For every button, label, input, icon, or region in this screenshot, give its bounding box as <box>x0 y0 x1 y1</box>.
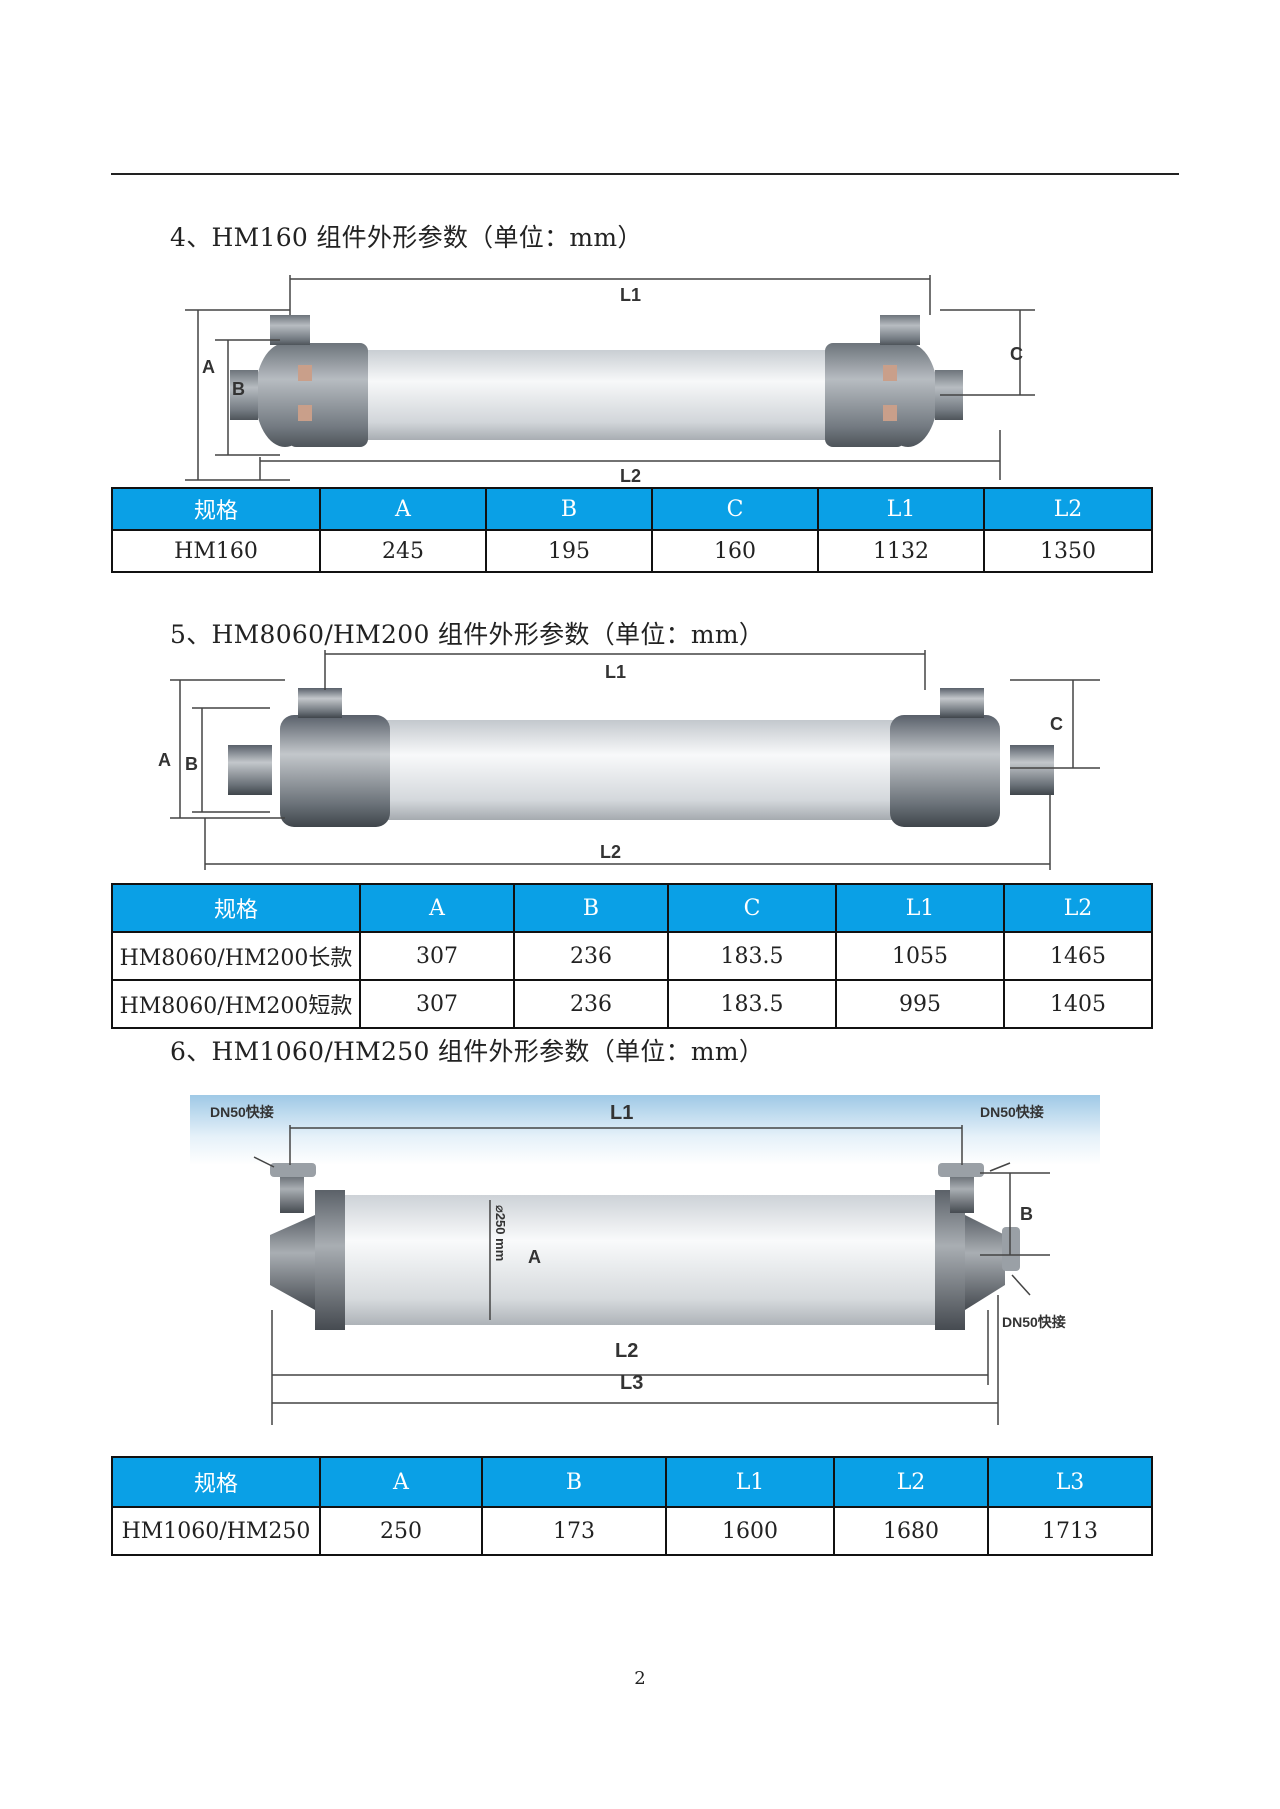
table-cell: 1600 <box>665 1506 835 1556</box>
table-cell: HM160 <box>111 529 321 573</box>
header-cell: A <box>319 1456 483 1508</box>
table-cell: 236 <box>513 979 669 1029</box>
hm160-dimension-figure: L1 L2 A B C <box>185 275 1035 485</box>
table-cell: 1055 <box>835 931 1005 981</box>
left-port <box>230 370 258 420</box>
table-cell: 245 <box>319 529 487 573</box>
table-cell: 1680 <box>833 1506 989 1556</box>
hm160-spec-table: 规格 A B C L1 L2 HM160 245 195 160 1132 13… <box>111 487 1153 573</box>
table-cell: HM8060/HM200长款 <box>111 931 361 981</box>
table-cell: 1465 <box>1003 931 1153 981</box>
header-cell: L2 <box>1003 883 1153 933</box>
table-cell: 183.5 <box>667 979 837 1029</box>
table-cell: 307 <box>359 931 515 981</box>
table-cell: 1713 <box>987 1506 1153 1556</box>
table-cell: HM8060/HM200短款 <box>111 979 361 1029</box>
membrane-tube <box>340 1195 940 1325</box>
table-cell: 995 <box>835 979 1005 1029</box>
right-flange <box>935 1190 965 1330</box>
hm8060-dimension-figure: L1 L2 A B C <box>158 650 1100 870</box>
label-a: A <box>202 357 215 377</box>
header-cell: L1 <box>665 1456 835 1508</box>
label-dn50-left: DN50快接 <box>210 1104 274 1120</box>
left-port <box>228 745 272 795</box>
label-dn50-right-top: DN50快接 <box>980 1104 1044 1120</box>
table-cell: 1350 <box>983 529 1153 573</box>
table-row: HM8060/HM200短款 307 236 183.5 995 1405 <box>111 979 1153 1029</box>
table-cell: 195 <box>485 529 653 573</box>
header-cell: 规格 <box>111 487 321 531</box>
table-row: HM160 245 195 160 1132 1350 <box>111 529 1153 573</box>
label-b: B <box>232 379 245 399</box>
label-dn50-right-bottom: DN50快接 <box>1002 1314 1066 1330</box>
label-c: C <box>1010 344 1023 364</box>
header-cell: L3 <box>987 1456 1153 1508</box>
header-cell: B <box>485 487 653 531</box>
label-l1: L1 <box>620 285 641 305</box>
header-rule <box>111 173 1179 175</box>
table-row: HM1060/HM250 250 173 1600 1680 1713 <box>111 1506 1153 1556</box>
left-flange <box>315 1190 345 1330</box>
hm8060-spec-table: 规格 A B C L1 L2 HM8060/HM200长款 307 236 18… <box>111 883 1153 1029</box>
hm1060-spec-table: 规格 A B L1 L2 L3 HM1060/HM250 250 173 160… <box>111 1456 1153 1556</box>
label-l3: L3 <box>620 1372 643 1394</box>
label-c: C <box>1050 714 1063 734</box>
right-port <box>1010 745 1054 795</box>
section-heading-hm160: 4、HM160 组件外形参数（单位：mm） <box>170 223 643 252</box>
table-header-row: 规格 A B C L1 L2 <box>111 883 1153 933</box>
hm1060-dimension-figure: L1 L2 L3 A B ⌀250 mm DN50快接 DN50快接 DN50快… <box>190 1095 1100 1425</box>
right-side-port <box>1002 1227 1020 1271</box>
membrane-tube <box>360 350 830 440</box>
table-cell: 1132 <box>817 529 985 573</box>
section-heading-hm1060: 6、HM1060/HM250 组件外形参数（单位：mm） <box>170 1037 765 1066</box>
label-l2: L2 <box>615 1340 638 1362</box>
left-end-cap <box>280 715 390 827</box>
table-cell: 250 <box>319 1506 483 1556</box>
table-header-row: 规格 A B C L1 L2 <box>111 487 1153 531</box>
table-cell: 307 <box>359 979 515 1029</box>
table-cell: 183.5 <box>667 931 837 981</box>
right-top-port <box>880 315 920 345</box>
header-cell: L1 <box>835 883 1005 933</box>
header-cell: C <box>667 883 837 933</box>
table-cell: 160 <box>651 529 819 573</box>
label-b: B <box>1020 1204 1033 1224</box>
header-cell: L1 <box>817 487 985 531</box>
section-heading-hm8060: 5、HM8060/HM200 组件外形参数（单位：mm） <box>170 620 765 649</box>
table-cell: 1405 <box>1003 979 1153 1029</box>
right-top-port <box>940 688 984 718</box>
table-cell: HM1060/HM250 <box>111 1506 321 1556</box>
membrane-tube <box>385 720 895 820</box>
label-l2: L2 <box>600 842 621 862</box>
label-l2: L2 <box>620 466 641 485</box>
header-cell: 规格 <box>111 1456 321 1508</box>
page-number: 2 <box>634 1668 646 1689</box>
table-cell: 236 <box>513 931 669 981</box>
label-l1: L1 <box>610 1102 633 1124</box>
header-cell: B <box>513 883 669 933</box>
left-top-port <box>298 688 342 718</box>
header-cell: B <box>481 1456 667 1508</box>
label-diameter: ⌀250 mm <box>493 1205 508 1261</box>
table-cell: 173 <box>481 1506 667 1556</box>
header-cell: C <box>651 487 819 531</box>
label-a: A <box>528 1247 541 1267</box>
header-cell: A <box>359 883 515 933</box>
table-header-row: 规格 A B L1 L2 L3 <box>111 1456 1153 1508</box>
header-cell: L2 <box>983 487 1153 531</box>
right-top-port <box>950 1173 974 1213</box>
table-row: HM8060/HM200长款 307 236 183.5 1055 1465 <box>111 931 1153 981</box>
header-cell: 规格 <box>111 883 361 933</box>
label-b: B <box>185 754 198 774</box>
header-cell: L2 <box>833 1456 989 1508</box>
label-l1: L1 <box>605 662 626 682</box>
right-end-cap <box>890 715 1000 827</box>
label-a: A <box>158 750 171 770</box>
header-cell: A <box>319 487 487 531</box>
left-top-port <box>280 1173 304 1213</box>
